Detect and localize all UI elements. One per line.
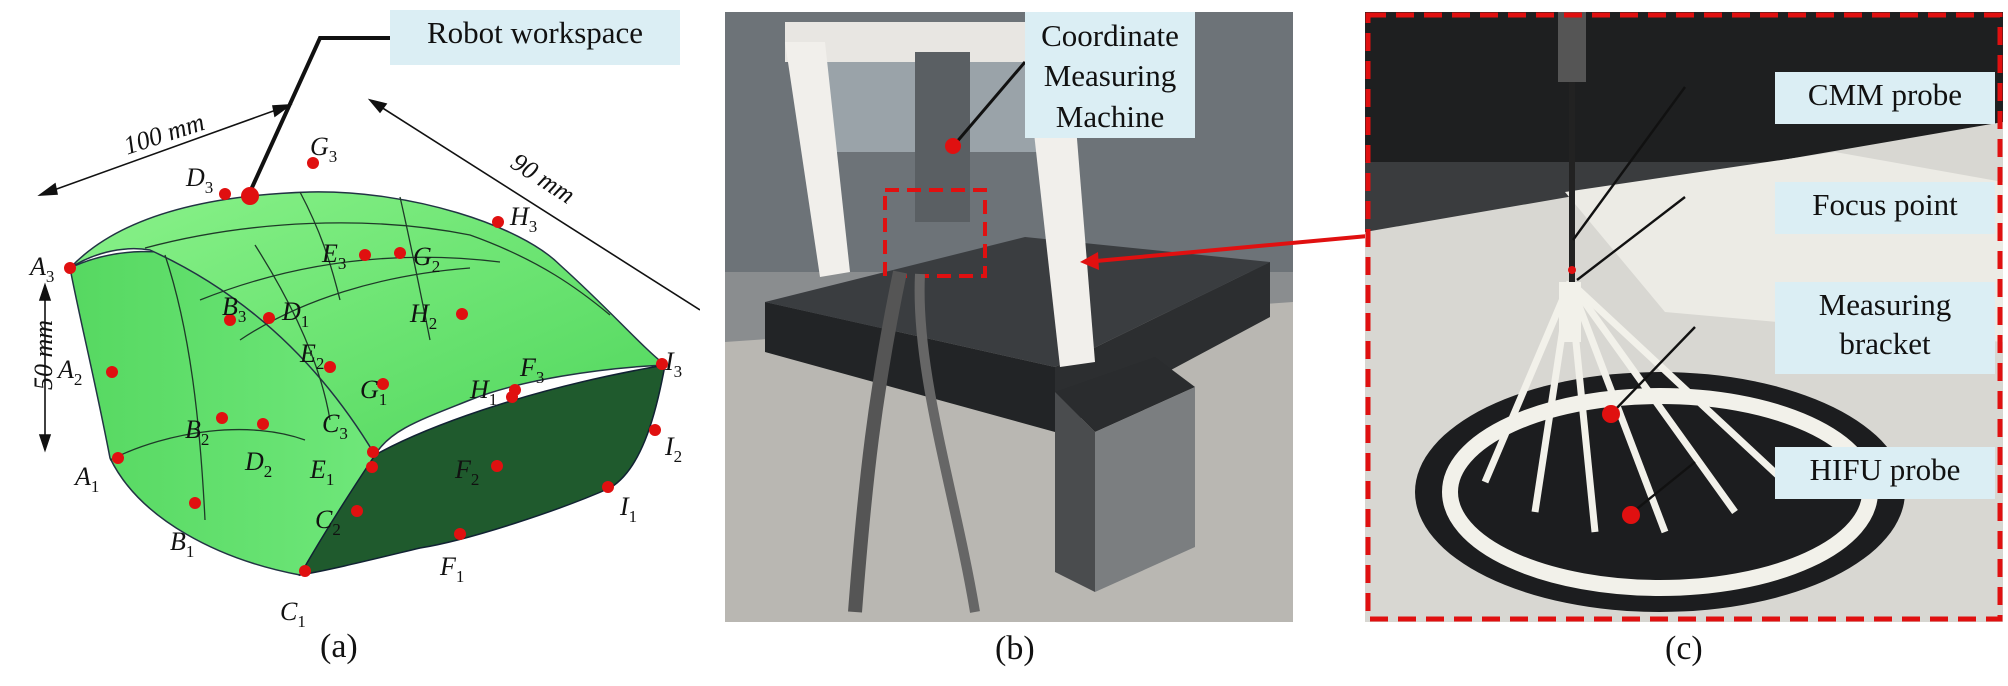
workspace-right-face xyxy=(298,364,666,576)
panel-c: CMM probe Focus point Measuring bracket … xyxy=(1365,12,2003,667)
point-label-A2: A2 xyxy=(56,355,82,389)
point-marker-I1 xyxy=(602,481,614,493)
point-label-C1: C1 xyxy=(280,597,306,631)
point-marker-A3 xyxy=(64,262,76,274)
cmm-probe-label: CMM probe xyxy=(1775,72,1995,124)
point-label-D3: D3 xyxy=(185,163,213,197)
cmm-callout: Coordinate Measuring Machine xyxy=(1025,12,1195,138)
point-marker-G2 xyxy=(394,247,406,259)
measuring-bracket-line2: bracket xyxy=(1839,325,1931,361)
point-marker-I2 xyxy=(649,424,661,436)
workspace-top-face xyxy=(69,191,668,457)
workspace-grid xyxy=(109,191,611,521)
point-label-I1: I1 xyxy=(619,492,637,526)
point-marker-D2 xyxy=(257,418,269,430)
point-marker-A2 xyxy=(106,366,118,378)
dim-z-label: 50 mm xyxy=(29,320,58,390)
point-marker-I3 xyxy=(656,358,668,370)
caption-a: (a) xyxy=(320,628,358,665)
point-marker-A1 xyxy=(112,452,124,464)
cmm-callout-line2: Measuring xyxy=(1043,58,1177,94)
point-label-G3: G3 xyxy=(310,132,337,166)
dimension-arrows xyxy=(37,98,701,453)
point-markers: A3A2A1B3B2B1C3C2C1D3D2D1E3E2E1F3F2F1G3G2… xyxy=(28,132,682,631)
cmm-callout-line3: Machine xyxy=(1055,98,1165,134)
measuring-bracket-label: Measuring bracket xyxy=(1775,282,1995,374)
point-label-C2: C2 xyxy=(315,505,341,539)
dim-x-label: 100 mm xyxy=(120,107,208,160)
point-marker-F1 xyxy=(454,528,466,540)
point-label-H1: H1 xyxy=(469,375,497,409)
dim-y-label: 90 mm xyxy=(506,147,581,209)
point-label-F1: F1 xyxy=(439,552,464,586)
point-marker-C3 xyxy=(367,446,379,458)
point-label-A1: A1 xyxy=(73,462,99,496)
point-marker-F2 xyxy=(491,460,503,472)
point-label-E3: E3 xyxy=(321,239,346,273)
point-marker-B3 xyxy=(224,314,236,326)
workspace-callout-dot xyxy=(241,187,259,205)
point-label-I3: I3 xyxy=(664,347,682,381)
measuring-bracket-line1: Measuring xyxy=(1818,287,1952,322)
point-marker-C2 xyxy=(351,505,363,517)
panel-b: Coordinate Measuring Machine (b) xyxy=(725,12,1293,667)
workspace-diagram: 100 mm 90 mm 50 mm A3A2A1B3B2B1C3C2C1D3D… xyxy=(28,36,701,631)
callout-leader xyxy=(248,36,395,193)
hifu-probe-label: HIFU probe xyxy=(1775,447,1995,499)
point-marker-B1 xyxy=(189,497,201,509)
point-label-I2: I2 xyxy=(664,432,682,466)
point-label-H3: H3 xyxy=(509,202,537,236)
point-marker-E1 xyxy=(366,461,378,473)
point-marker-B2 xyxy=(216,412,228,424)
point-marker-H1 xyxy=(506,391,518,403)
point-marker-D3 xyxy=(219,188,231,200)
dashed-region-b xyxy=(883,188,987,278)
cmm-photo xyxy=(725,12,1293,622)
dashed-frame-c xyxy=(1365,12,2003,622)
point-marker-E3 xyxy=(359,249,371,261)
point-marker-D1 xyxy=(263,312,275,324)
point-marker-E2 xyxy=(324,361,336,373)
point-marker-G1 xyxy=(377,378,389,390)
caption-c: (c) xyxy=(1665,630,1703,667)
point-label-A3: A3 xyxy=(28,252,54,286)
point-marker-H2 xyxy=(456,308,468,320)
granite-table xyxy=(765,237,1270,367)
cmm-callout-line1: Coordinate xyxy=(1041,18,1179,53)
point-marker-G3 xyxy=(307,157,319,169)
robot-workspace-callout: Robot workspace xyxy=(390,10,680,65)
point-marker-C1 xyxy=(299,565,311,577)
focus-point-label: Focus point xyxy=(1775,182,1995,234)
point-marker-H3 xyxy=(492,216,504,228)
caption-b: (b) xyxy=(995,630,1035,667)
